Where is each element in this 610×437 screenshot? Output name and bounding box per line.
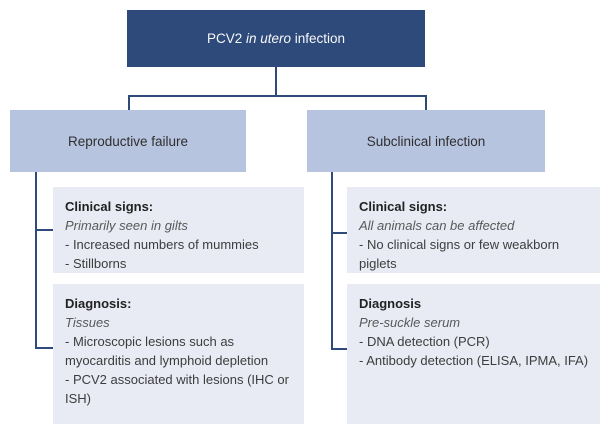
connector-drop-left: [128, 95, 130, 110]
detail-title: Diagnosis: [359, 296, 422, 311]
detail-title: Clinical signs:: [65, 199, 154, 214]
branch-node-reproductive-failure: Reproductive failure: [10, 110, 246, 172]
detail-subtitle: Pre-suckle serum: [359, 315, 461, 330]
connector-elbow-right-2: [331, 348, 347, 350]
detail-subtitle: All animals can be affected: [359, 218, 515, 233]
detail-title: Diagnosis:: [65, 296, 132, 311]
detail-item: - Stillborns: [65, 256, 127, 271]
connector-elbow-right-1: [331, 232, 347, 234]
connector-spine-right: [331, 172, 333, 350]
detail-item: - Antibody detection (ELISA, IPMA, IFA): [359, 353, 589, 368]
detail-box-diagnosis-right: Diagnosis Pre-suckle serum - DNA detecti…: [347, 284, 600, 424]
connector-elbow-left-1: [35, 229, 53, 231]
detail-box-clinical-signs-right: Clinical signs: All animals can be affec…: [347, 187, 600, 273]
connector-spine-left: [35, 172, 37, 349]
detail-item: - PCV2 associated with lesions (IHC or I…: [65, 372, 289, 406]
connector-drop-right: [425, 95, 427, 110]
root-node-label: PCV2 in utero infection: [206, 31, 346, 46]
branch-node-subclinical-infection: Subclinical infection: [307, 110, 545, 172]
branch-label: Reproductive failure: [67, 133, 189, 149]
detail-item: - Microscopic lesions such as myocarditi…: [65, 334, 269, 368]
connector-top-horizontal: [128, 95, 427, 97]
detail-subtitle: Tissues: [65, 315, 110, 330]
detail-title: Clinical signs:: [359, 199, 448, 214]
detail-item: - Increased numbers of mummies: [65, 237, 259, 252]
branch-label: Subclinical infection: [366, 133, 486, 149]
connector-elbow-left-2: [35, 347, 53, 349]
root-node-pcv2-in-utero-infection: PCV2 in utero infection: [127, 10, 425, 67]
detail-subtitle: Primarily seen in gilts: [65, 218, 188, 233]
detail-box-clinical-signs-left: Clinical signs: Primarily seen in gilts …: [53, 187, 304, 273]
connector-root-drop: [275, 67, 277, 96]
detail-item: - No clinical signs or few weakborn pigl…: [359, 237, 560, 271]
detail-box-diagnosis-left: Diagnosis: Tissues - Microscopic lesions…: [53, 284, 304, 424]
detail-item: - DNA detection (PCR): [359, 334, 490, 349]
